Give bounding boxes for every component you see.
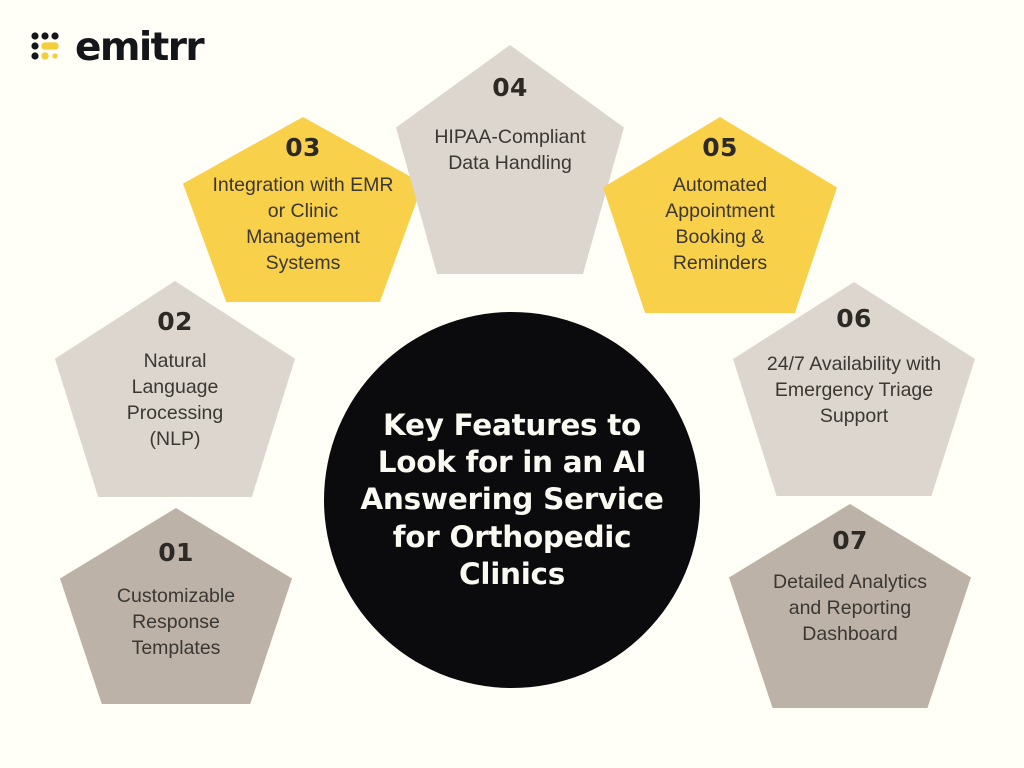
emitrr-dot-grid-logo-icon <box>31 31 59 60</box>
feature-number: 07 <box>832 526 868 555</box>
feature-number: 05 <box>702 133 738 162</box>
feature-pentagon-07[interactable]: 07 Detailed Analytics and Reporting Dash… <box>729 504 971 708</box>
feature-number: 03 <box>285 133 321 162</box>
feature-number: 02 <box>157 307 193 336</box>
feature-pentagon-01[interactable]: 01 Customizable Response Templates <box>60 508 292 704</box>
feature-label: Detailed Analytics and Reporting Dashboa… <box>773 571 927 646</box>
center-circle: Key Features to Look for in an AI Answer… <box>324 312 700 688</box>
feature-pentagon-03[interactable]: 03 Integration with EMR or Clinic Manage… <box>183 117 423 302</box>
page-title: Key Features to Look for in an AI Answer… <box>360 408 664 591</box>
feature-label: Natural Language Processing (NLP) <box>126 350 224 451</box>
feature-label: Automated Appointment Booking & Reminder… <box>665 174 775 275</box>
feature-number: 01 <box>158 538 194 567</box>
feature-label: Customizable Response Templates <box>116 585 236 660</box>
brand-name: emitrr <box>75 25 205 70</box>
brand-logo: emitrr <box>30 25 205 70</box>
feature-pentagon-02[interactable]: 02 Natural Language Processing (NLP) <box>55 281 295 497</box>
feature-label: Integration with EMR or Clinic Managemen… <box>212 174 394 275</box>
feature-pentagon-05[interactable]: 05 Automated Appointment Booking & Remin… <box>603 117 837 313</box>
feature-label: HIPAA-Compliant Data Handling <box>434 126 586 175</box>
feature-pentagon-04[interactable]: 04 HIPAA-Compliant Data Handling <box>396 45 624 274</box>
feature-pentagon-06[interactable]: 06 24/7 Availability with Emergency Tria… <box>733 282 975 496</box>
feature-number: 06 <box>836 304 872 333</box>
feature-number: 04 <box>492 73 528 102</box>
feature-label: 24/7 Availability with Emergency Triage … <box>766 353 942 428</box>
